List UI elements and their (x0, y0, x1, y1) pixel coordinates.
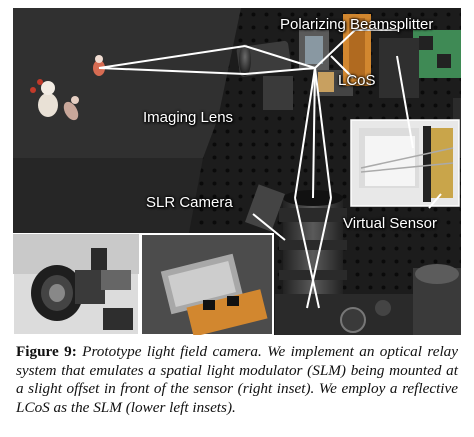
lcos-inset-chip (140, 233, 274, 335)
label-virtual-sensor: Virtual Sensor (343, 215, 437, 232)
slr-camera-lens (279, 190, 347, 308)
imaging-lens (236, 40, 293, 110)
beamsplitter-mount (299, 30, 353, 96)
prototype-illustration (13, 8, 461, 335)
label-polarizing-beamsplitter: Polarizing Beamsplitter (280, 16, 434, 33)
figure-caption: Figure 9: Prototype light field camera. … (16, 343, 458, 417)
virtual-sensor-inset (350, 119, 460, 207)
caption-text: Prototype light field camera. We impleme… (16, 343, 459, 416)
label-imaging-lens: Imaging Lens (143, 109, 234, 126)
label-lcos: LCoS (338, 72, 376, 89)
light-path-rays (98, 29, 442, 309)
slr-side-mount (245, 184, 285, 232)
figure-label: Figure 9: (16, 343, 77, 360)
slr-camera-body (275, 264, 461, 335)
prototype-photo: Polarizing Beamsplitter LCoS Imaging Len… (13, 8, 461, 335)
dark-table-surface (13, 8, 241, 158)
table-lower-surface (13, 158, 203, 238)
label-slr-camera: SLR Camera (146, 194, 233, 211)
lcos-inset-mount (13, 233, 140, 335)
